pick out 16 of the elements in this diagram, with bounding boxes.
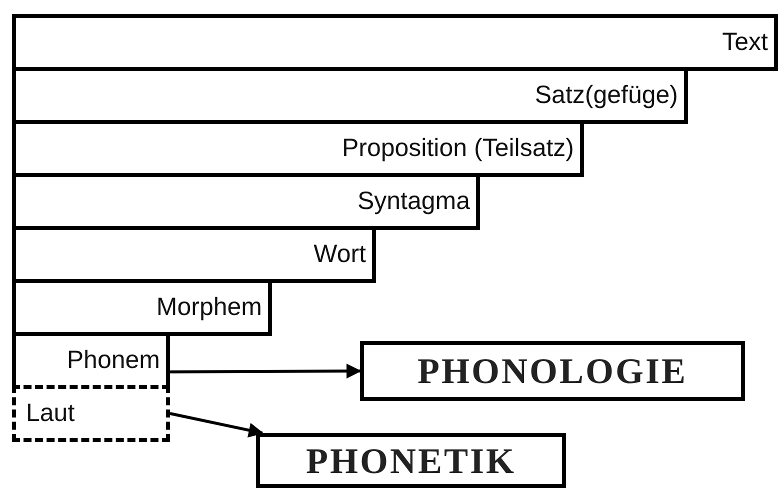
dashed-level-box	[12, 385, 170, 442]
level-label: Morphem	[156, 293, 262, 322]
level-box	[12, 14, 778, 71]
level-label: Phonem	[66, 346, 160, 375]
field-box	[256, 433, 566, 488]
field-label: PHONETIK	[306, 440, 516, 482]
field-box	[360, 341, 745, 401]
arrow	[170, 412, 264, 438]
arrow	[170, 364, 362, 379]
field-label: PHONOLOGIE	[417, 350, 688, 392]
level-label: Satz(gefüge)	[534, 81, 678, 110]
level-label: Wort	[314, 240, 366, 269]
level-label: Laut	[26, 399, 75, 428]
level-label: Proposition (Teilsatz)	[342, 134, 574, 163]
level-label: Text	[722, 28, 768, 57]
level-label: Syntagma	[357, 187, 470, 216]
